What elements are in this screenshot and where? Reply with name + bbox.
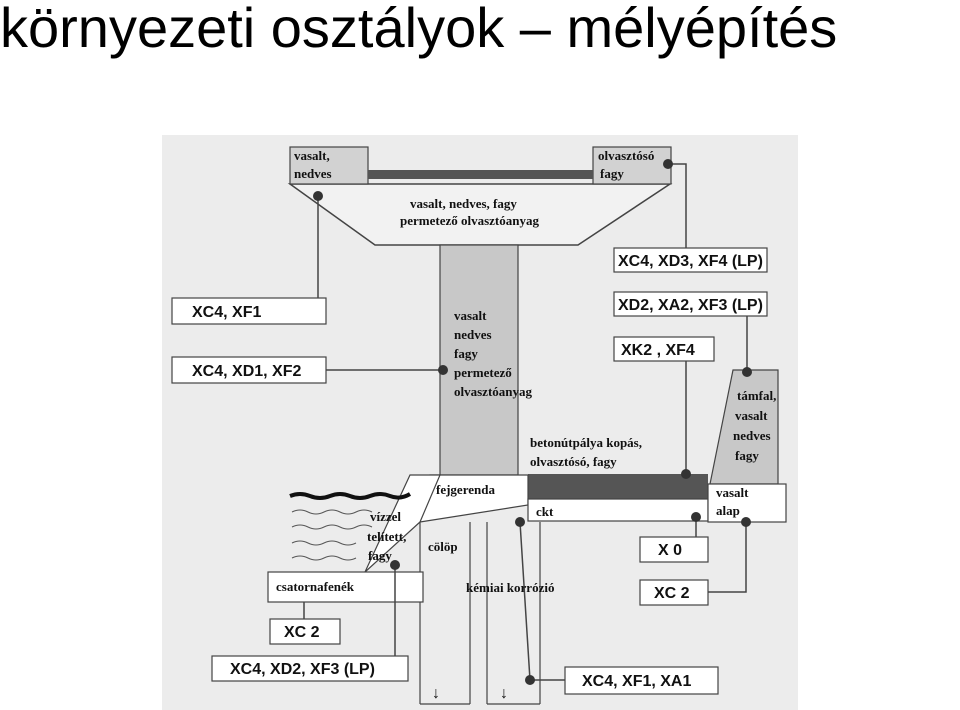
label-chemical-corrosion: kémiai korrózió bbox=[466, 580, 554, 595]
slide-title: környezeti osztályok – mélyépítés bbox=[0, 0, 838, 59]
label-ckt: ckt bbox=[536, 504, 554, 519]
leader-dot bbox=[681, 469, 691, 479]
leader-line bbox=[708, 522, 747, 593]
leader-dot bbox=[525, 675, 535, 685]
label-wall-1: támfal, bbox=[737, 388, 776, 403]
code-box bbox=[613, 247, 768, 273]
label-cap-1: vasalt, nedves, fagy bbox=[410, 196, 517, 211]
leader-dot bbox=[438, 365, 448, 375]
code-box bbox=[613, 336, 715, 362]
leader-line bbox=[668, 163, 687, 248]
label-column-5: olvasztóanyag bbox=[454, 384, 533, 399]
label-water-3: fagy bbox=[368, 548, 392, 563]
leader-dot bbox=[742, 367, 752, 377]
code-xd2-xa2-xf3: XD2, XA2, XF3 (LP) bbox=[618, 297, 763, 314]
code-xc4-xf1: XC4, XF1 bbox=[192, 304, 261, 321]
label-column-3: fagy bbox=[454, 346, 478, 361]
code-box bbox=[639, 579, 709, 606]
water-wave bbox=[291, 509, 373, 515]
label-deck-2: olvasztósó, fagy bbox=[530, 454, 617, 469]
code-xc4-xd2-xf3: XC4, XD2, XF3 (LP) bbox=[230, 661, 375, 678]
deck-strip bbox=[368, 170, 593, 179]
water-wave bbox=[291, 524, 373, 530]
arrow-down-icon: ↓ bbox=[500, 685, 508, 702]
code-box bbox=[171, 356, 327, 384]
leader-dot bbox=[313, 191, 323, 201]
label-column-1: vasalt bbox=[454, 308, 487, 323]
code-xc4-xd1-xf2: XC4, XD1, XF2 bbox=[192, 363, 301, 380]
label-deck-1: betonútpálya kopás, bbox=[530, 435, 642, 450]
code-box bbox=[211, 655, 409, 682]
label-base-2: alap bbox=[716, 503, 740, 518]
label-wall-3: nedves bbox=[733, 428, 771, 443]
code-box bbox=[613, 291, 768, 317]
label-water-2: telített, bbox=[367, 529, 406, 544]
code-x0: X 0 bbox=[658, 542, 682, 559]
label-wall-4: fagy bbox=[735, 448, 759, 463]
road-deck bbox=[528, 474, 708, 499]
code-xk2-xf4: XK2 , XF4 bbox=[621, 342, 695, 359]
water-wave bbox=[291, 555, 357, 561]
label-top-right-1: olvasztósó bbox=[598, 148, 654, 163]
top-left-box bbox=[289, 146, 369, 185]
label-top-left-1: vasalt, bbox=[294, 148, 330, 163]
leader-dot bbox=[663, 159, 673, 169]
leader-dot bbox=[515, 517, 525, 527]
code-box bbox=[639, 536, 709, 563]
label-top-right-2: fagy bbox=[600, 166, 624, 181]
label-canal-bed: csatornafenék bbox=[276, 579, 355, 594]
code-box bbox=[269, 618, 341, 645]
ckt-slab bbox=[527, 498, 709, 522]
pier-column bbox=[439, 244, 519, 476]
label-wall-2: vasalt bbox=[735, 408, 768, 423]
code-xc2-right: XC 2 bbox=[654, 585, 690, 602]
label-column-2: nedves bbox=[454, 327, 492, 342]
leader-dot bbox=[741, 517, 751, 527]
arrow-down-icon: ↓ bbox=[432, 685, 440, 702]
canal-bed-box bbox=[267, 571, 424, 603]
label-water-1: vízzel bbox=[370, 509, 401, 524]
pier-cap bbox=[287, 183, 673, 246]
code-box bbox=[171, 297, 327, 325]
code-box bbox=[564, 666, 719, 695]
leader-dot bbox=[691, 512, 701, 522]
water-surface bbox=[289, 492, 412, 500]
label-top-left-2: nedves bbox=[294, 166, 332, 181]
code-xc4-xf1-xa1: XC4, XF1, XA1 bbox=[582, 673, 691, 690]
water-wave bbox=[291, 540, 357, 546]
label-column-4: permetező bbox=[454, 365, 512, 380]
code-xc4-xd3-xf4: XC4, XD3, XF4 (LP) bbox=[618, 253, 763, 270]
leader-dot bbox=[390, 560, 400, 570]
label-pile: cölöp bbox=[428, 539, 458, 554]
label-head-beam: fejgerenda bbox=[436, 482, 495, 497]
label-cap-2: permetező olvasztóanyag bbox=[400, 213, 539, 228]
code-xc2-left: XC 2 bbox=[284, 624, 320, 641]
label-base-1: vasalt bbox=[716, 485, 749, 500]
